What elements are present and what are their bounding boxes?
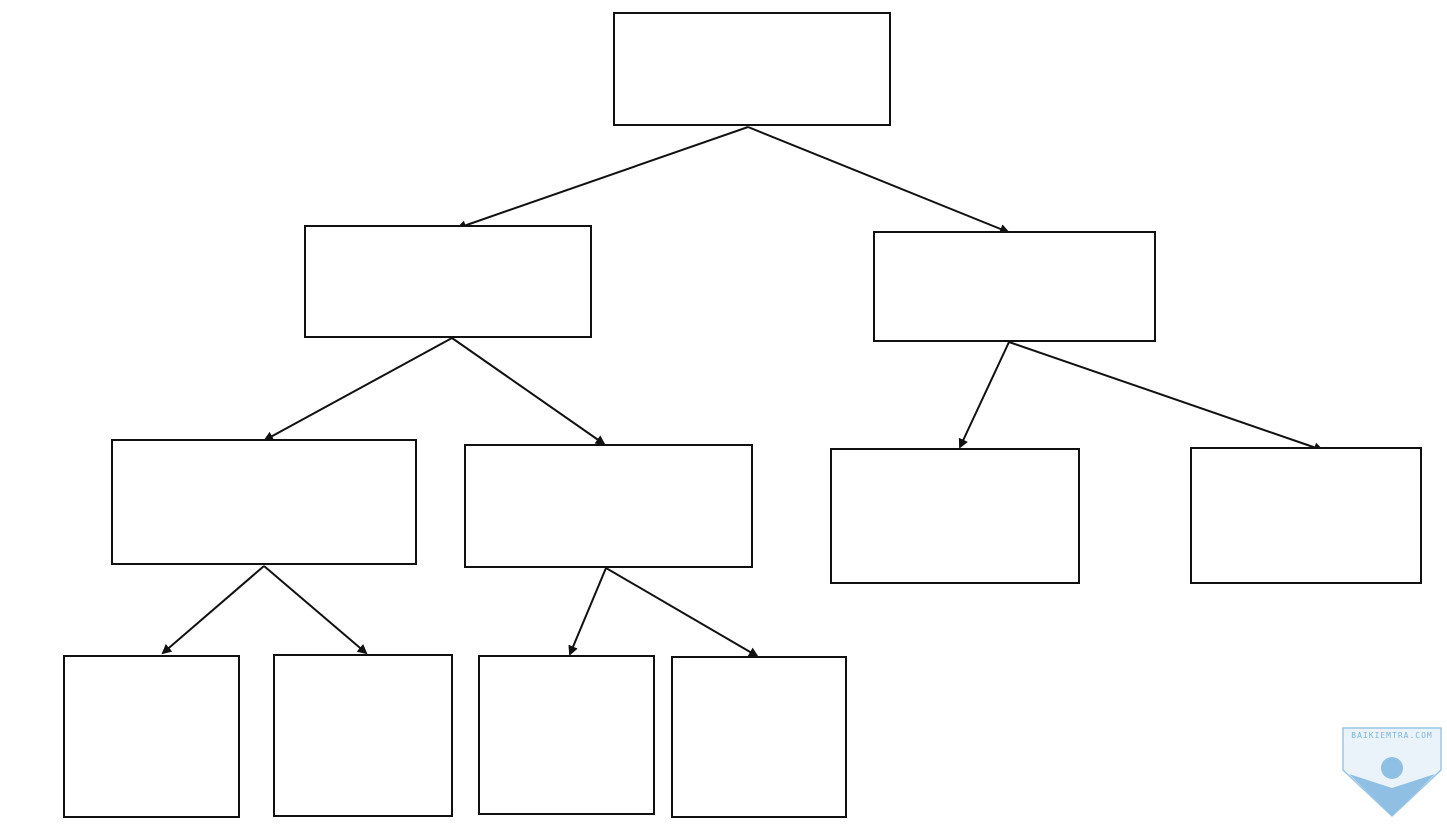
arrow-level1-left-to-level2-a	[263, 337, 453, 441]
node-box-level2-d	[1190, 447, 1422, 584]
node-box-level1-left	[304, 225, 592, 338]
arrow-root-to-level1-right	[747, 126, 1010, 234]
arrow-level1-left-to-level2-b	[451, 337, 606, 446]
arrow-level2-a-to-level3-b	[263, 565, 368, 655]
node-box-root	[613, 12, 891, 126]
arrow-level2-b-to-level3-d	[605, 567, 759, 658]
watermark-figure-head-icon	[1381, 757, 1403, 779]
node-box-level3-a	[63, 655, 240, 818]
node-box-level3-b	[273, 654, 453, 817]
arrow-level1-right-to-level2-d	[1008, 341, 1324, 453]
watermark-chevron-icon	[1349, 774, 1435, 816]
arrow-level2-b-to-level3-c	[568, 567, 607, 656]
node-box-level3-c	[478, 655, 655, 815]
node-box-level2-b	[464, 444, 753, 568]
node-box-level1-right	[873, 231, 1156, 342]
nodes-layer	[63, 12, 1422, 818]
edges-layer	[161, 126, 1324, 658]
node-box-level3-d	[671, 656, 847, 818]
node-box-level2-a	[111, 439, 417, 565]
arrow-level1-right-to-level2-c	[958, 341, 1010, 449]
node-box-level2-c	[830, 448, 1080, 584]
arrow-root-to-level1-left	[456, 126, 749, 231]
arrow-level2-a-to-level3-a	[161, 565, 265, 655]
watermark-logo: BAIKIEMTRA.COM	[1342, 727, 1442, 818]
watermark-text: BAIKIEMTRA.COM	[1351, 731, 1432, 740]
